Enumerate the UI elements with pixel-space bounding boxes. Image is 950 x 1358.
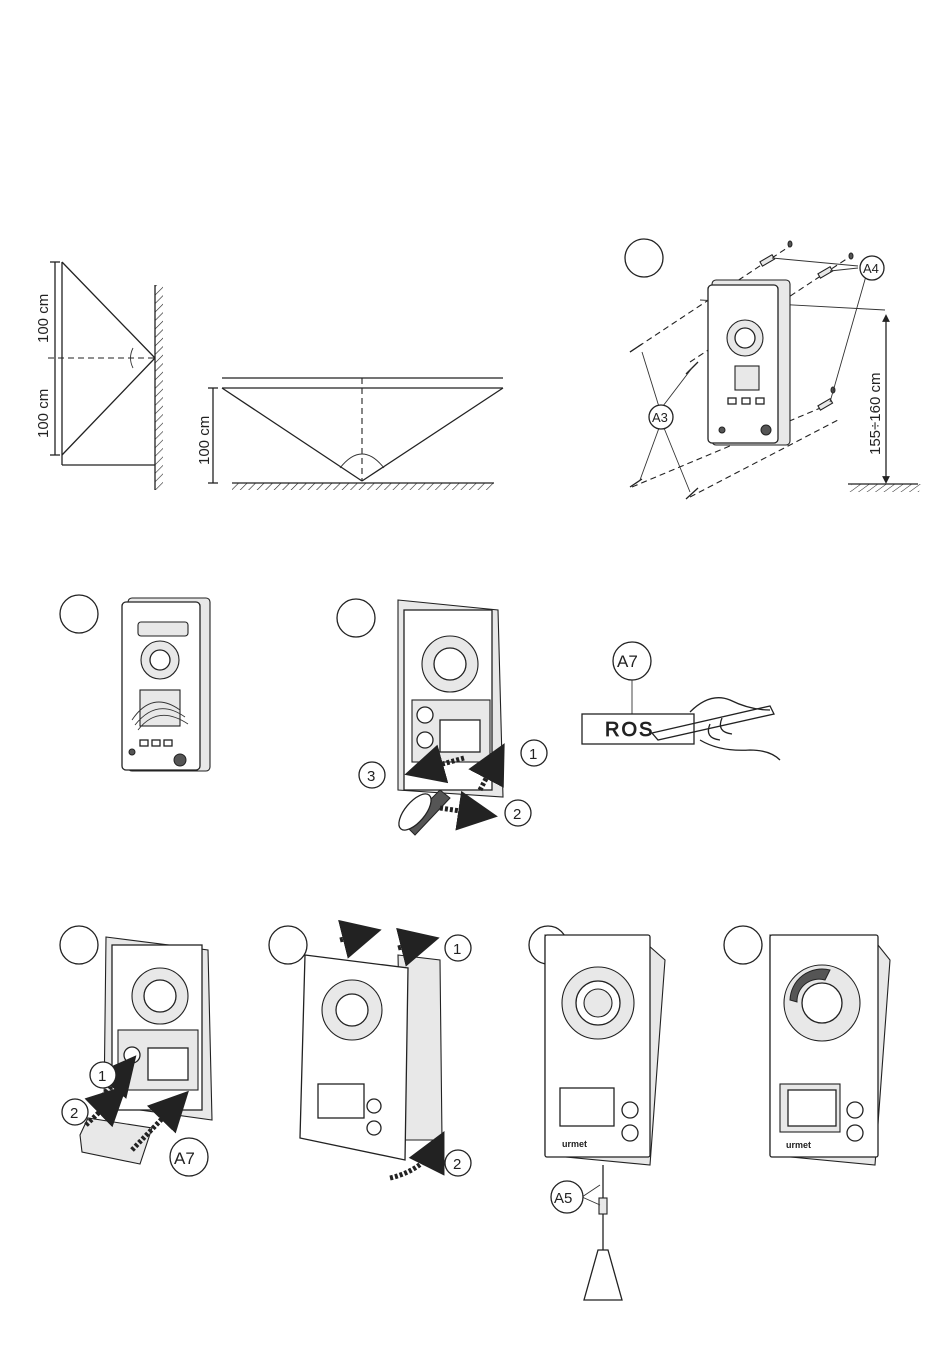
fix-screw-step: urmet A5: [529, 926, 665, 1300]
insert-label-step: 1 2 A7: [60, 926, 212, 1176]
label-sample-text: ROS: [605, 719, 654, 741]
front-number-2: 2: [453, 1156, 461, 1173]
screw-label: A3: [652, 410, 668, 425]
wall-mounting-step: A4 A3 155÷160 cm: [625, 239, 922, 499]
step-circle: [60, 595, 98, 633]
insert-number-1: 1: [98, 1068, 106, 1085]
step-circle: [60, 926, 98, 964]
insert-number-2: 2: [70, 1105, 78, 1122]
vertical-upper-dimension: 100 cm: [35, 294, 52, 343]
step-circle: [625, 239, 663, 277]
step-circle: [337, 599, 375, 637]
label-ref: A7: [617, 652, 638, 671]
front-number-1: 1: [453, 941, 461, 958]
label-writing-step: A7 ROS: [582, 642, 780, 760]
mount-front-step: 1 2: [269, 926, 471, 1178]
open-module-step: 1 2 3: [337, 599, 547, 835]
finished-step: urmet: [724, 926, 890, 1165]
open-number-3: 3: [367, 768, 375, 785]
anchor-label: A4: [863, 261, 879, 276]
brand-mark-finished: urmet: [786, 1140, 811, 1150]
horizontal-angle-diagram: 100 cm: [196, 378, 503, 490]
mounting-height-label: 155÷160 cm: [867, 373, 884, 455]
vertical-lower-dimension: 100 cm: [35, 389, 52, 438]
open-number-1: 1: [529, 746, 537, 763]
horizontal-height-dimension: 100 cm: [196, 416, 213, 465]
step-circle: [269, 926, 307, 964]
step-circle: [724, 926, 762, 964]
screw-ref-label: A5: [554, 1190, 572, 1207]
brand-mark: urmet: [562, 1139, 587, 1149]
insert-label-ref: A7: [174, 1149, 195, 1168]
vertical-angle-diagram: 100 cm 100 cm: [35, 262, 163, 490]
wiring-step: [60, 595, 210, 771]
back-plate: [708, 280, 790, 445]
open-number-2: 2: [513, 806, 521, 823]
